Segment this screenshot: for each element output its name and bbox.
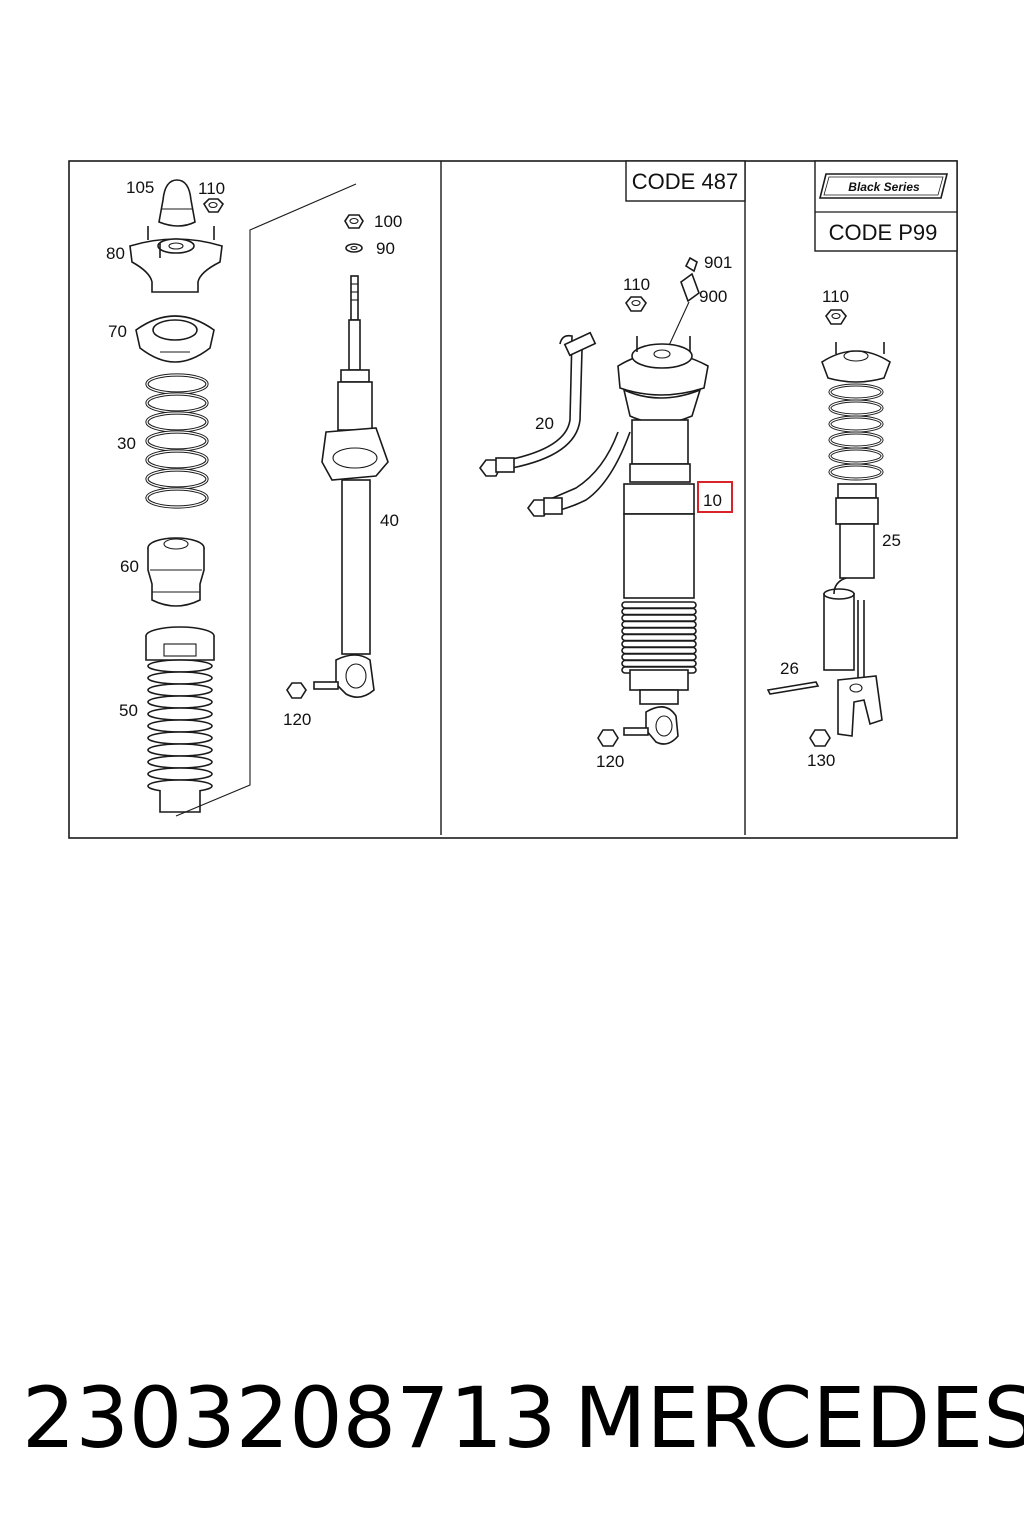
part-number: 2303208713: [22, 1369, 557, 1467]
coil-spring: [145, 373, 209, 509]
code-p99-label: CODE P99: [829, 220, 938, 245]
lower-mount-bolt: [286, 681, 339, 699]
callout-10: 10: [703, 491, 722, 510]
hex-nut-4: [809, 729, 831, 747]
coilover-strut: [821, 342, 891, 737]
highlighted-callout-10[interactable]: 10: [697, 481, 733, 513]
callout-30: 30: [117, 434, 136, 453]
callout-120-p1: 120: [283, 710, 311, 729]
hex-nut: [202, 198, 225, 213]
washer: [345, 243, 363, 253]
code-487-box: CODE 487: [625, 160, 746, 202]
callout-80: 80: [106, 244, 125, 263]
air-line: [479, 331, 631, 517]
code-487-label: CODE 487: [632, 169, 738, 194]
callout-labels: 105 110 80 100 90 70 30 60 40 50 120 901…: [106, 178, 901, 771]
callout-105: 105: [126, 178, 154, 197]
callout-100: 100: [374, 212, 402, 231]
rubber-bump-stop: [147, 537, 205, 607]
callout-901: 901: [704, 253, 732, 272]
callout-900: 900: [699, 287, 727, 306]
shock-absorber-damper: [321, 275, 389, 698]
brand-name: MERCEDES: [574, 1369, 1024, 1467]
callout-130: 130: [807, 751, 835, 770]
callout-70: 70: [108, 322, 127, 341]
callout-110-p1: 110: [198, 179, 225, 198]
callout-50: 50: [119, 701, 138, 720]
exploded-parts-diagram: CODE 487 Black Series CODE P99: [68, 160, 958, 839]
callout-110-p3: 110: [822, 287, 849, 306]
callout-60: 60: [120, 557, 139, 576]
callout-110-p2: 110: [623, 275, 650, 294]
hex-nut-2: [625, 296, 647, 312]
support-bearing: [129, 226, 223, 293]
callout-26: 26: [780, 659, 799, 678]
protective-boot: [145, 626, 215, 813]
callout-40: 40: [380, 511, 399, 530]
air-suspension-strut: [621, 388, 702, 745]
bump-stop-cap: [158, 179, 196, 227]
strut-assembly-bracket: [175, 183, 357, 817]
trim-strip: [766, 681, 820, 695]
air-valve: [665, 256, 700, 353]
callout-20: 20: [535, 414, 554, 433]
upper-spring-seat: [135, 315, 215, 363]
top-nut: [344, 214, 364, 229]
air-strut-top-mount: [617, 336, 709, 396]
callout-90: 90: [376, 239, 395, 258]
code-p99-box: Black Series CODE P99: [814, 160, 958, 252]
hex-nut-3: [825, 309, 847, 325]
black-series-text: Black Series: [848, 180, 920, 194]
black-series-logo: Black Series: [818, 173, 949, 199]
diagram-frame: [68, 160, 958, 839]
callout-25: 25: [882, 531, 901, 550]
lower-mount-bolt-2: [597, 727, 649, 747]
callout-120-p2: 120: [596, 752, 624, 771]
